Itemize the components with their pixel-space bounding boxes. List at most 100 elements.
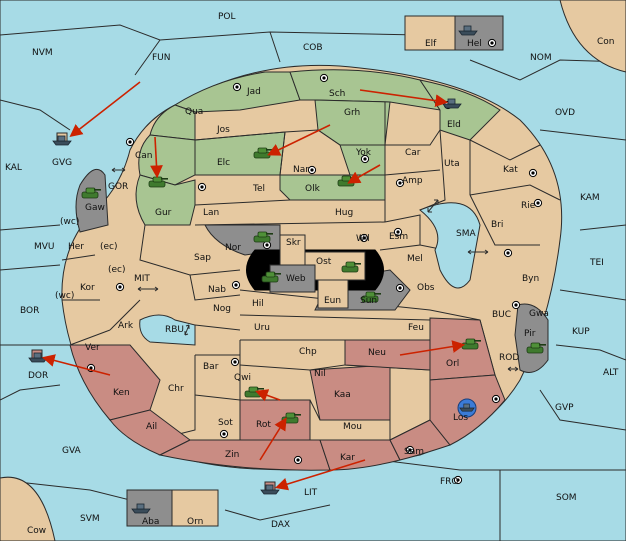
label-elf: Elf [425,39,437,49]
label-yok: Yok [355,148,372,158]
province-labels: POL NVM FUN COB NOM Con Elf Hel OVD KAL … [5,12,619,536]
supply-center-icon [230,357,240,367]
label-kor: Kor [80,283,95,293]
label-ec2: (ec) [108,265,126,275]
province-jad[interactable] [173,71,301,113]
supply-center-icon [395,283,405,293]
label-mit: MIT [134,274,150,284]
label-elc: Elc [217,158,230,168]
label-feu: Feu [408,323,424,333]
province-gur[interactable] [135,174,196,226]
supply-center-icon [307,165,317,175]
label-kal: KAL [5,163,22,173]
province-kaa[interactable] [309,364,391,421]
double-arrow-icon [427,199,439,213]
supply-center-icon [125,137,135,147]
label-ec1: (ec) [100,242,118,252]
label-mvu: MVU [34,242,55,252]
label-orl: Orl [446,359,459,369]
label-hil: Hil [252,299,264,309]
supply-center-icon [293,455,303,465]
label-jad: Jad [246,87,261,97]
label-car: Car [405,148,421,158]
label-web: Web [286,274,306,284]
label-olk: Olk [305,184,321,194]
label-bri: Bri [491,220,503,230]
supply-center-icon [503,248,513,258]
label-hel: Hel [467,39,482,49]
label-qwi: Qwi [234,373,251,383]
label-gaw: Gaw [85,203,105,213]
sea-rbu[interactable] [139,314,196,346]
label-ver: Ver [85,343,100,353]
label-con: Con [597,37,615,47]
province-gaw[interactable] [75,168,109,233]
province-neu[interactable] [344,339,431,371]
label-rbu: RBU [165,325,184,335]
label-buc: BUC [492,310,511,320]
province-orn[interactable] [171,489,219,527]
label-wc2: (wc) [55,291,74,301]
label-rod: ROD [499,353,519,363]
label-zin: Zin [225,450,239,460]
label-wc1: (wc) [60,217,79,227]
label-kup: KUP [572,327,590,337]
supply-center-icon [511,300,521,310]
label-aba: Aba [142,517,159,527]
province-pir[interactable] [514,303,549,373]
label-tel: Tel [252,184,265,194]
supply-center-icon [491,394,501,404]
province-ken[interactable] [69,344,161,421]
label-neu: Neu [368,348,386,358]
label-eun: Eun [324,296,341,306]
label-sap: Sap [194,253,211,263]
label-ark: Ark [118,321,134,331]
label-hug: Hug [335,208,353,218]
fleet-los[interactable] [457,398,477,418]
order-arrows [41,81,466,491]
label-fro: FRO [440,477,459,487]
label-ovd: OVD [555,108,575,118]
label-sam: Sam [404,447,424,457]
label-nil: Nil [314,369,326,379]
province-eun[interactable] [317,279,349,309]
label-chp: Chp [299,347,317,357]
supply-center-icon [115,282,125,292]
label-kaa: Kaa [334,390,351,400]
supply-center-icon [533,198,543,208]
label-obs: Obs [417,283,435,293]
label-sun: Sun [360,296,377,306]
label-skr: Skr [286,238,301,248]
supply-center-icon [487,38,497,48]
double-arrow-icon [467,249,489,255]
label-som: SOM [556,493,577,503]
label-nor: Nor [225,243,241,253]
province-elf[interactable] [404,15,456,51]
province-skr[interactable] [279,234,306,266]
supply-center-icon [231,280,241,290]
province-rot[interactable] [239,399,311,441]
label-svm: SVM [80,514,100,524]
supply-center-icon [262,240,272,250]
label-eld: Eld [447,120,461,130]
label-kat: Kat [503,165,518,175]
supply-center-icon [319,73,329,83]
label-nvm: NVM [32,48,53,58]
label-gvp: GVP [555,403,574,413]
label-can: Can [135,151,153,161]
supply-center-icon [232,82,242,92]
double-arrow-icon [507,366,519,372]
label-gwa: Gwa [529,309,549,319]
label-ost: Ost [316,257,332,267]
label-rie: Rie [521,201,536,211]
label-nog: Nog [213,304,231,314]
province-olk[interactable] [279,174,386,201]
label-ken: Ken [113,388,130,398]
label-mel: Mel [407,254,423,264]
label-dax: DAX [271,520,290,530]
sea-sma[interactable] [419,202,481,289]
label-gva: GVA [62,446,82,456]
label-pol: POL [218,12,236,22]
label-dor: DOR [28,371,48,381]
